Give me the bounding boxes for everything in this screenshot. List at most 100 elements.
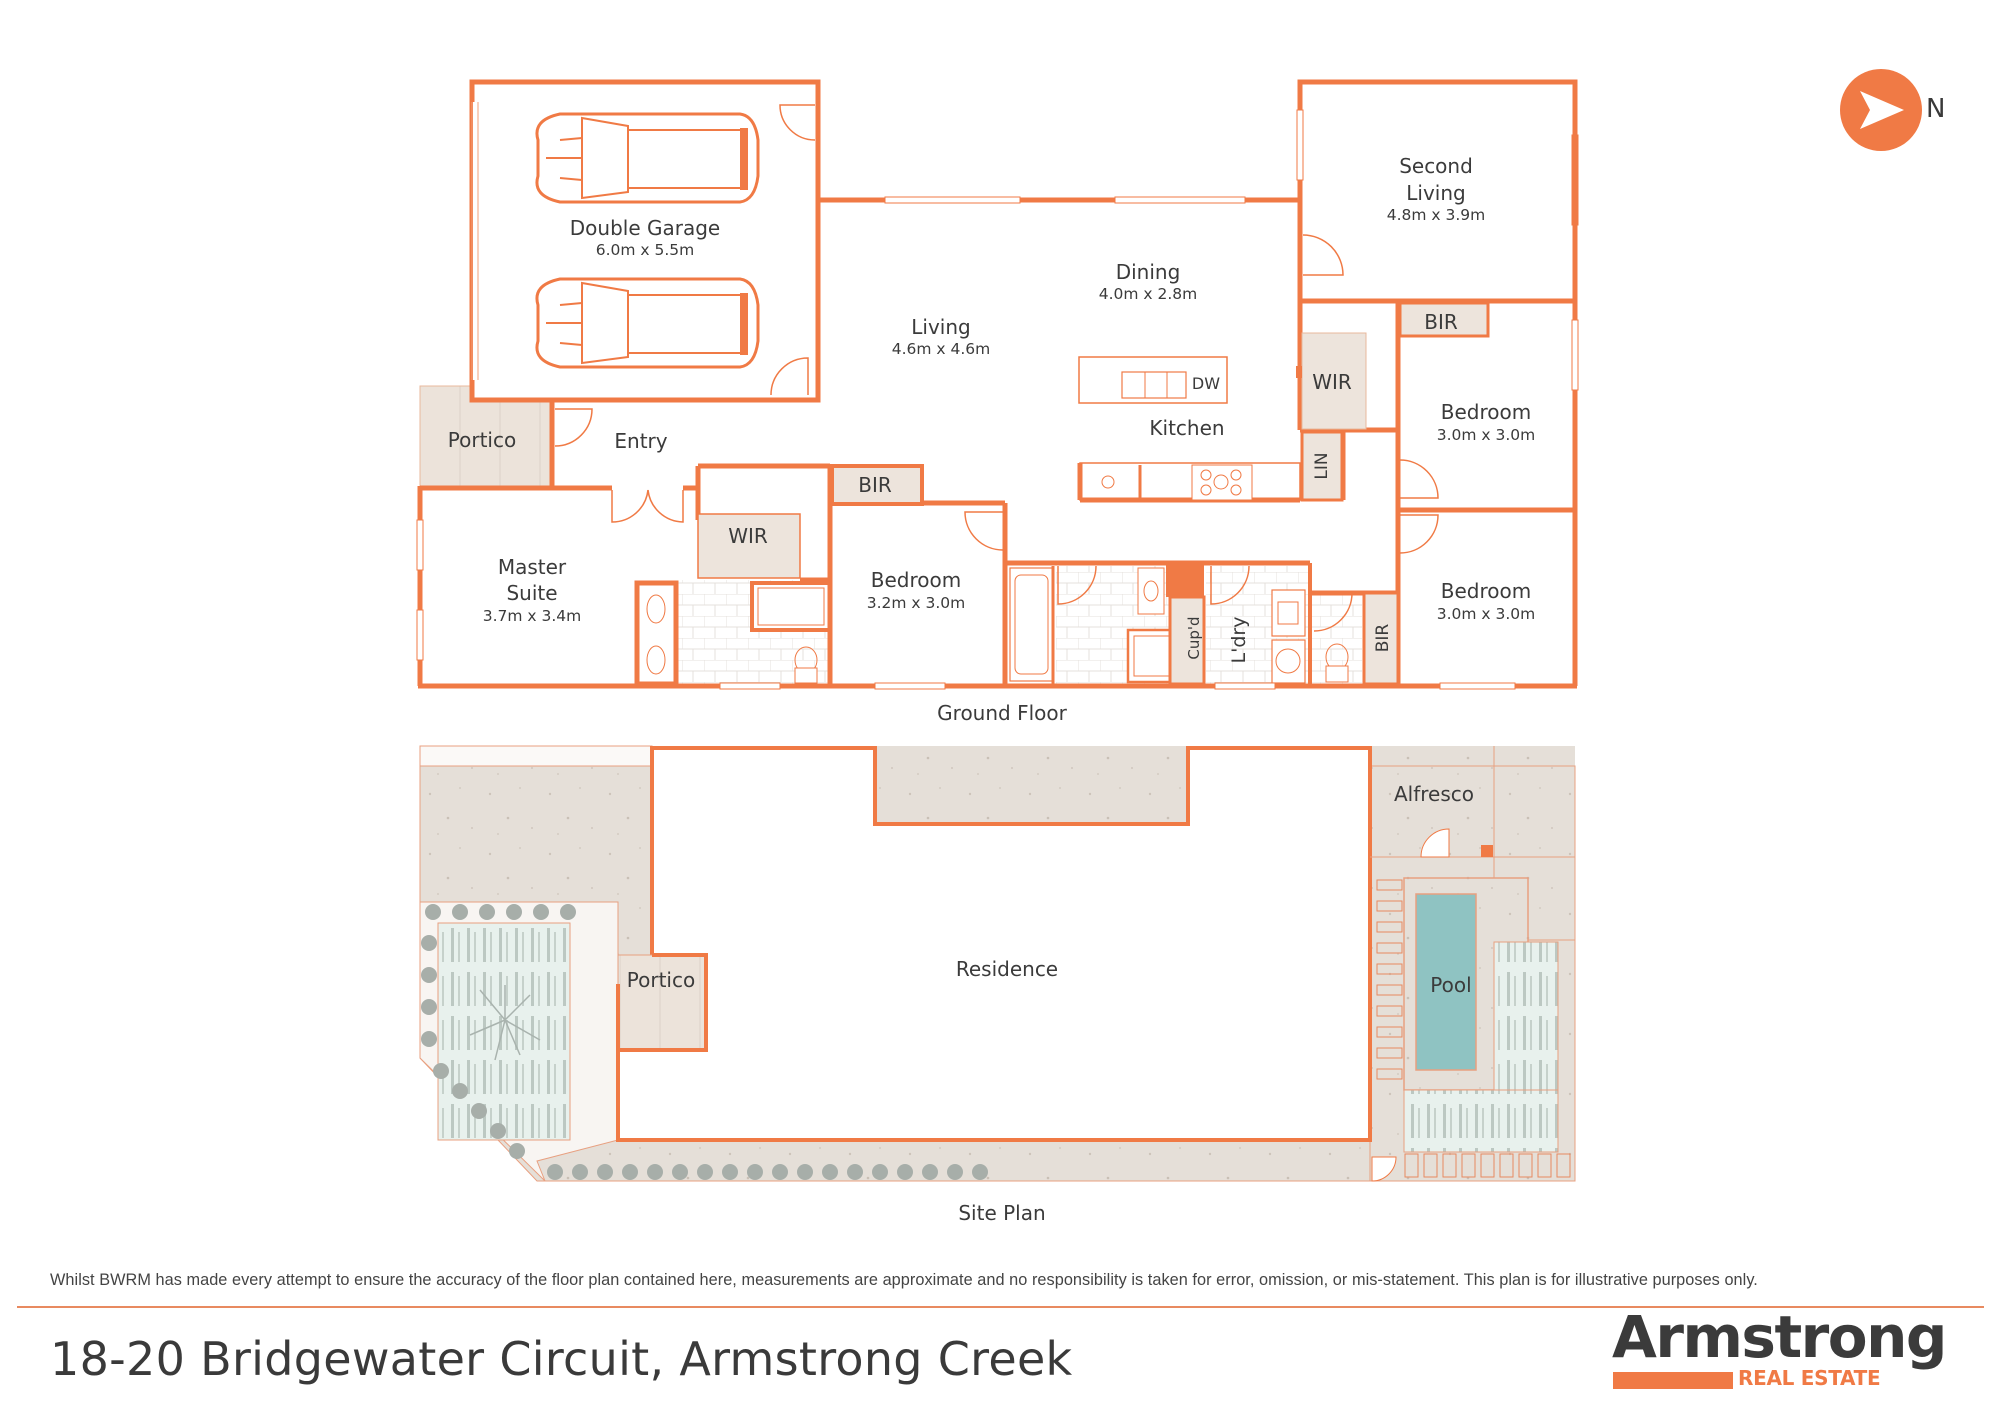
ground-floor-labels: Double Garage 6.0m x 5.5m Living 4.6m x … [448, 154, 1535, 725]
bedroom-4-label: Bedroom [1441, 579, 1531, 603]
bir-label: BIR [1373, 624, 1393, 653]
paver [1499, 1153, 1514, 1178]
stepping-stones [1376, 879, 1571, 1178]
door-swing [1399, 514, 1439, 554]
shrub-icon [560, 904, 576, 920]
cupboard [1168, 595, 1206, 686]
shrub-icon [425, 904, 441, 920]
laundry-label: L'dry [1228, 617, 1250, 664]
sink-icon [1121, 371, 1187, 399]
brand-tagline: REAL ESTATE [1738, 1366, 1881, 1390]
paver [1480, 1153, 1495, 1178]
property-address: 18-20 Bridgewater Circuit, Armstrong Cre… [50, 1332, 1073, 1386]
paver [1423, 1153, 1438, 1178]
master-size: 3.7m x 3.4m [483, 607, 582, 625]
bin-icon [1101, 475, 1115, 489]
shrub-icon [506, 904, 522, 920]
shrub-row [421, 904, 988, 1180]
shrub-icon [509, 1143, 525, 1159]
paver [1376, 963, 1403, 975]
cupboard-column [1166, 565, 1204, 597]
paver [1376, 1005, 1403, 1017]
site-plan-labels: Residence Portico Alfresco Pool Site Pla… [627, 782, 1474, 1225]
pool-water [1415, 893, 1477, 1071]
site-portico-label: Portico [627, 968, 695, 992]
disclaimer: Whilst BWRM has made every attempt to en… [50, 1271, 1758, 1289]
paver [1376, 1026, 1403, 1038]
door-swing [964, 511, 1004, 551]
paver [1376, 921, 1403, 933]
ground-floor-title: Ground Floor [937, 701, 1067, 725]
shrub-icon [647, 1164, 663, 1180]
shrub-icon [947, 1164, 963, 1180]
dining-label: Dining [1116, 260, 1181, 284]
second-living-label-1: Second [1399, 154, 1473, 178]
site-plan [419, 745, 1576, 1182]
shrub-icon [822, 1164, 838, 1180]
ground-floor-plan [416, 79, 1579, 690]
wir-label: WIR [1312, 370, 1352, 394]
cupboard-label: Cup'd [1185, 616, 1203, 659]
lawn-area [437, 922, 571, 1141]
paver [1376, 984, 1403, 996]
paver [1537, 1153, 1552, 1178]
master-wir-label: WIR [728, 524, 768, 548]
shrub-icon [421, 967, 437, 983]
alfresco-label: Alfresco [1394, 782, 1474, 806]
garage-door-swing [779, 104, 816, 141]
garage-label: Double Garage [570, 216, 720, 240]
bedroom-4-size: 3.0m x 3.0m [1437, 605, 1536, 623]
shrub-icon [747, 1164, 763, 1180]
living-label: Living [911, 315, 970, 339]
entry-label: Entry [614, 429, 667, 453]
bir-label: BIR [1424, 310, 1458, 334]
shrub-icon [433, 1063, 449, 1079]
shrub-icon [452, 904, 468, 920]
door-swing [1399, 459, 1439, 499]
shrub-icon [872, 1164, 888, 1180]
linen-label: LIN [1312, 452, 1332, 479]
paver [1376, 1047, 1403, 1059]
car-icon [535, 112, 760, 204]
shrub-icon [490, 1123, 506, 1139]
paver [1461, 1153, 1476, 1178]
front-door-swing [554, 408, 593, 447]
tree-icon [469, 985, 541, 1061]
brand-name: Armstrong [1612, 1303, 1947, 1371]
shrub-icon [797, 1164, 813, 1180]
north-label: N [1926, 94, 1946, 124]
paver [1442, 1153, 1457, 1178]
bedroom-2-size: 3.2m x 3.0m [867, 594, 966, 612]
dishwasher-label: DW [1192, 374, 1220, 393]
footer-divider [17, 1306, 1984, 1308]
shrub-icon [471, 1103, 487, 1119]
double-door-swing [611, 489, 649, 523]
bir-bedroom-2 [830, 464, 924, 506]
shrub-icon [722, 1164, 738, 1180]
paver [1376, 900, 1403, 912]
portico-deck [419, 385, 553, 487]
linen-cupboard [1300, 430, 1344, 502]
garage-size: 6.0m x 5.5m [596, 241, 695, 259]
shrub-icon [847, 1164, 863, 1180]
shrub-icon [597, 1164, 613, 1180]
shrub-icon [772, 1164, 788, 1180]
bedroom-2-label: Bedroom [871, 568, 961, 592]
cooktop-icon [1200, 469, 1242, 496]
pool-label: Pool [1430, 973, 1471, 997]
shrub-icon [922, 1164, 938, 1180]
bir-label: BIR [858, 473, 892, 497]
paver [1376, 942, 1403, 954]
residence-label: Residence [956, 957, 1058, 981]
car-icon [535, 277, 760, 369]
wir-right [1301, 332, 1367, 430]
bath-icon [1009, 567, 1054, 682]
door-swing [1302, 234, 1344, 276]
shrub-icon [479, 904, 495, 920]
shrub-icon [622, 1164, 638, 1180]
shrub-icon [697, 1164, 713, 1180]
paver [1376, 1068, 1403, 1080]
second-living-size: 4.8m x 3.9m [1387, 206, 1486, 224]
kitchen-label: Kitchen [1149, 416, 1224, 440]
